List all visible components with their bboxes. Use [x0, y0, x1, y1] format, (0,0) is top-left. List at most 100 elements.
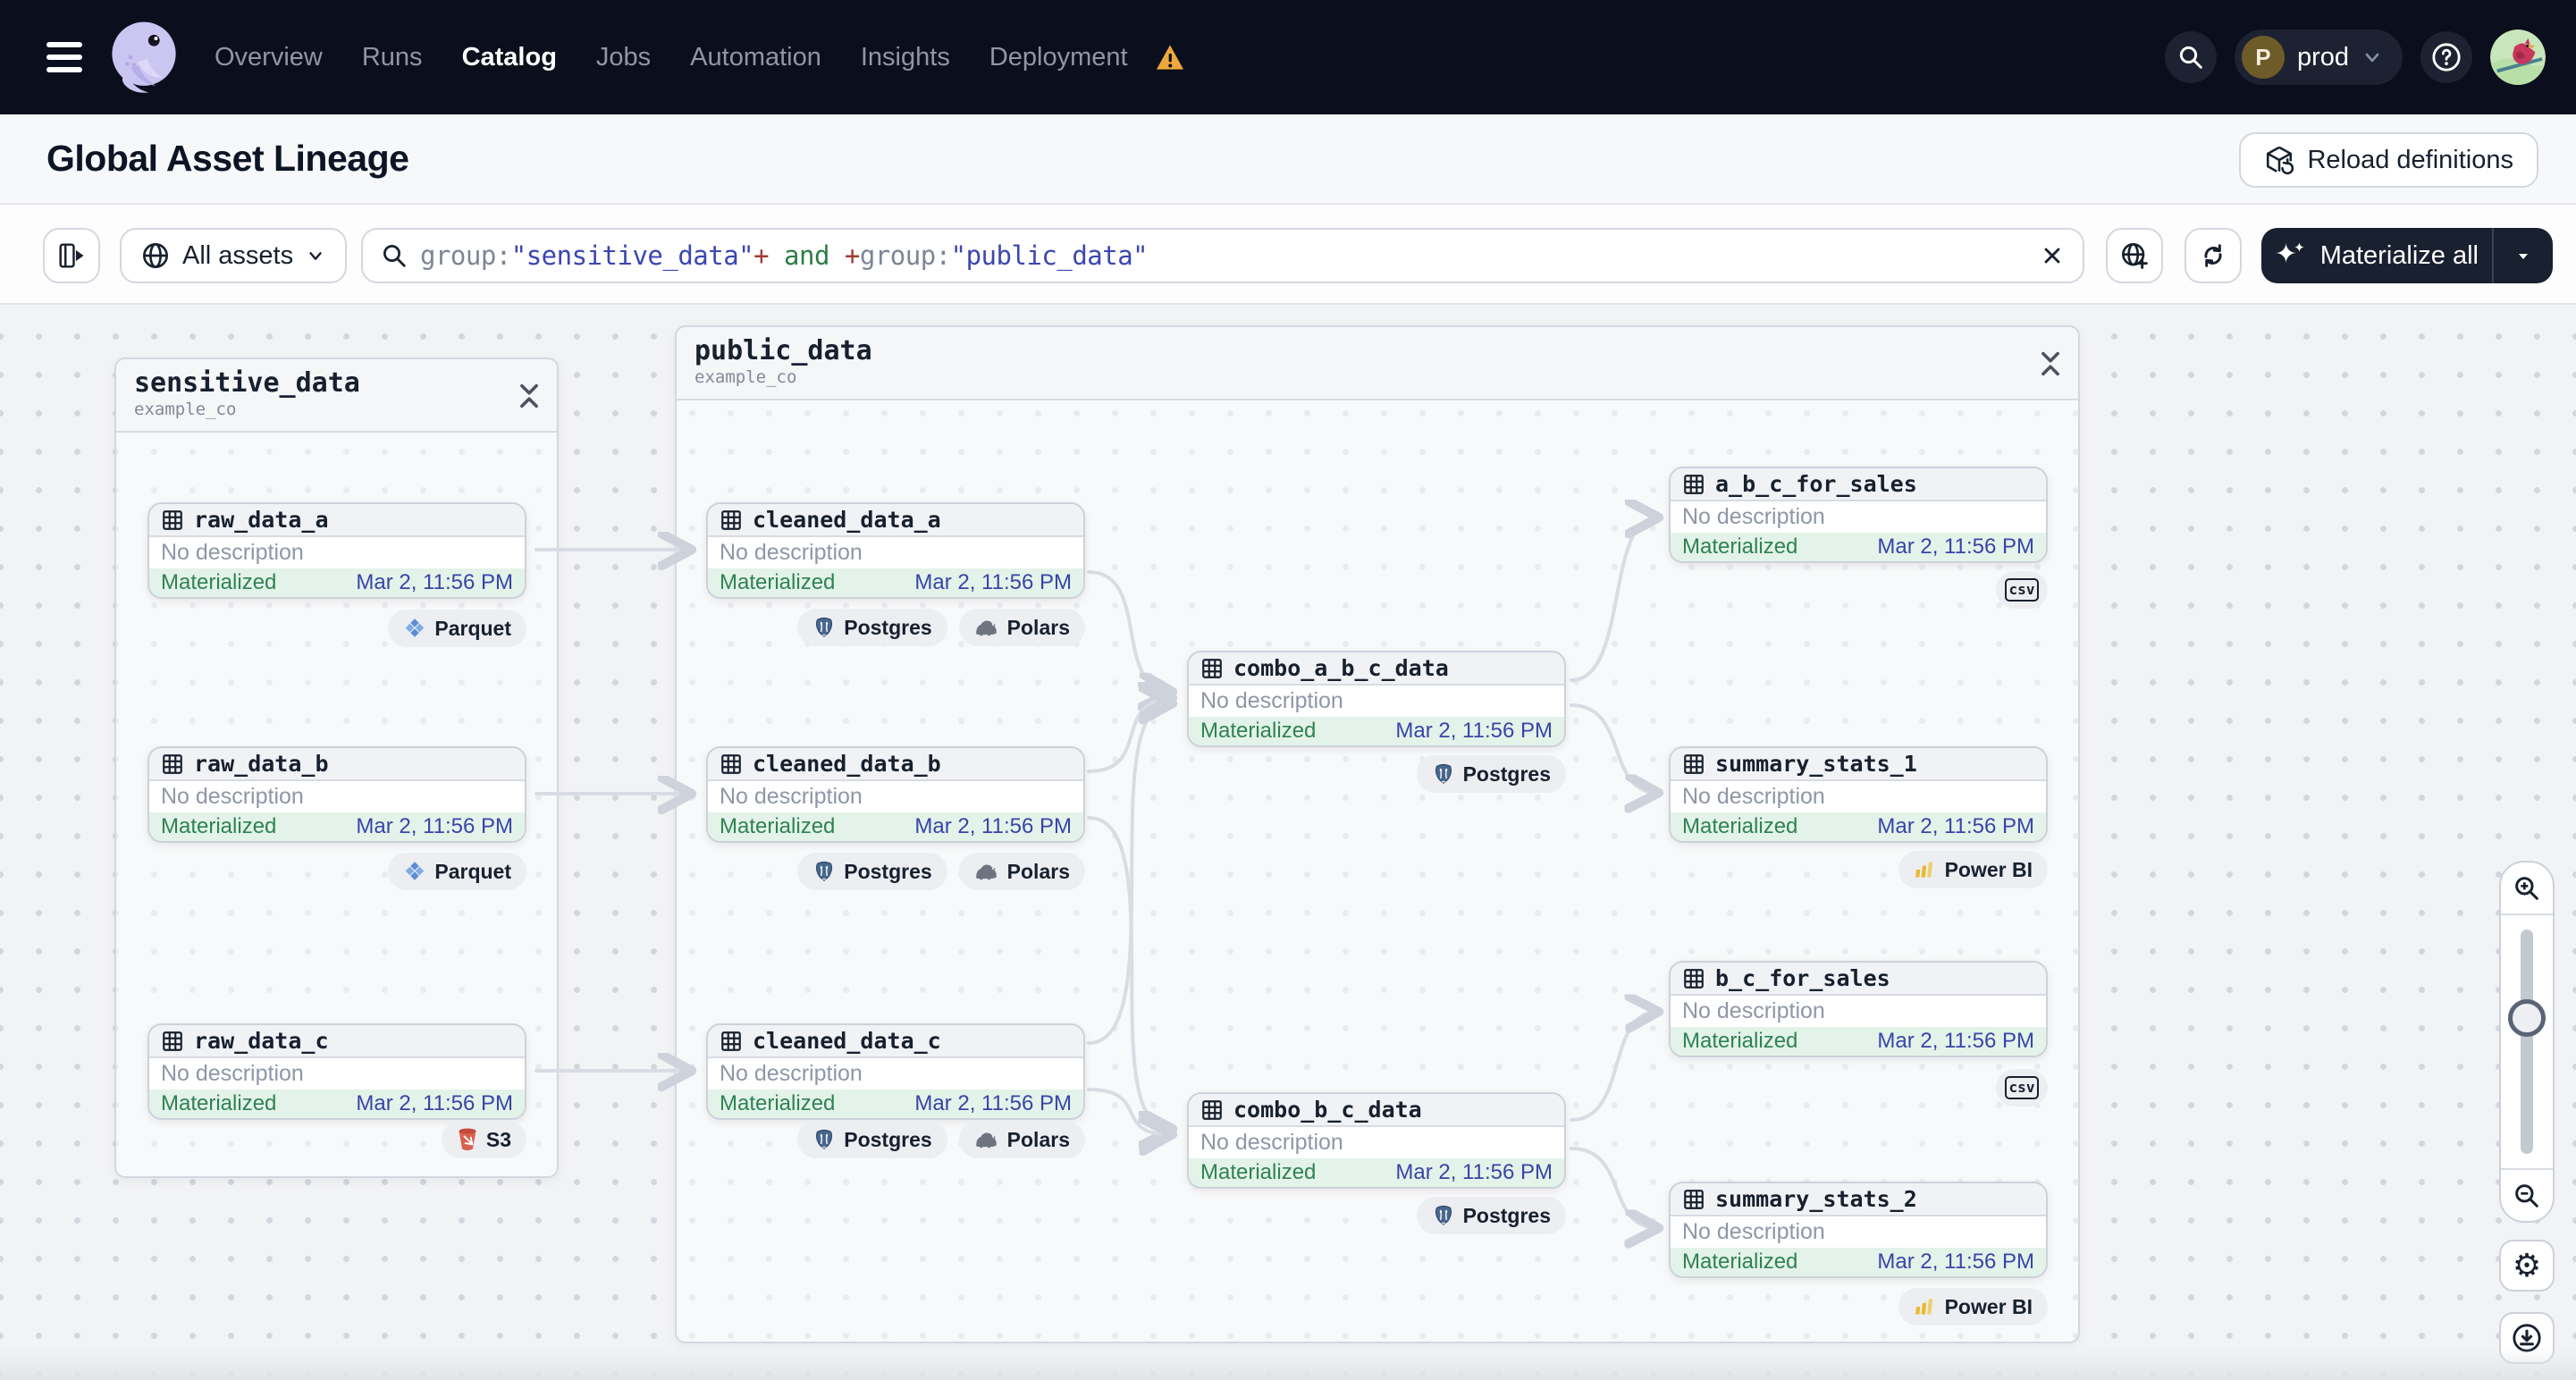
materialize-all-button[interactable]: ✦✦ Materialize all: [2261, 241, 2492, 271]
filter-toolbar: All assets group:"sensitive_data"+ and +…: [0, 205, 2576, 305]
asset-node-cleaned_data_b[interactable]: cleaned_data_b No description Materializ…: [706, 746, 1085, 843]
asset-timestamp: Mar 2, 11:56 PM: [356, 814, 513, 838]
asset-search-input[interactable]: group:"sensitive_data"+ and +group:"publ…: [361, 228, 2084, 283]
deployment-switcher[interactable]: P prod: [2234, 29, 2403, 85]
collapse-group-button[interactable]: [518, 383, 541, 414]
asset-tags-b_c_for_sales: csv: [1669, 1069, 2048, 1107]
button-divider: [2492, 228, 2494, 283]
asset-name: summary_stats_1: [1715, 751, 1917, 777]
group-title: sensitive_data: [134, 367, 360, 399]
nav-insights[interactable]: Insights: [860, 42, 950, 72]
refresh-graph-button[interactable]: [2185, 228, 2242, 283]
table-icon: [1684, 474, 1704, 494]
asset-node-cleaned_data_a[interactable]: cleaned_data_a No description Materializ…: [706, 502, 1085, 599]
reload-definitions-button[interactable]: Reload definitions: [2239, 132, 2538, 188]
kind-tag-parquet: Parquet: [388, 853, 526, 890]
asset-description: No description: [149, 781, 525, 812]
asset-description: No description: [1671, 996, 2046, 1027]
asset-name: summary_stats_2: [1715, 1186, 1917, 1212]
open-left-panel-button[interactable]: [43, 228, 100, 283]
asset-timestamp: Mar 2, 11:56 PM: [356, 1091, 513, 1115]
asset-node-b_c_for_sales[interactable]: b_c_for_sales No description Materialize…: [1669, 961, 2048, 1057]
zoom-slider-handle[interactable]: [2508, 999, 2546, 1037]
postgres-icon: [1435, 1205, 1452, 1226]
table-icon: [721, 1031, 741, 1051]
postgres-icon: [816, 861, 833, 882]
asset-description: No description: [1189, 686, 1564, 717]
asset-tags-summary_stats_1: Power BI: [1669, 851, 2048, 888]
search-query-text: group:"sensitive_data"+ and +group:"publ…: [420, 240, 1149, 271]
user-avatar[interactable]: [2490, 29, 2546, 85]
zoom-controls: [2499, 861, 2555, 1223]
collapse-group-button[interactable]: [2039, 350, 2062, 382]
search-icon: [383, 245, 406, 267]
materialize-options-button[interactable]: [2494, 245, 2553, 266]
asset-node-combo_b_c_data[interactable]: combo_b_c_data No description Materializ…: [1187, 1092, 1566, 1189]
asset-status: Materialized: [720, 570, 836, 594]
page-header: Global Asset Lineage Reload definitions: [0, 114, 2576, 205]
asset-name: cleaned_data_a: [753, 507, 941, 533]
kind-tag-polars: Polars: [958, 853, 1085, 890]
nav-automation[interactable]: Automation: [690, 42, 821, 72]
nav-deployment[interactable]: Deployment: [989, 42, 1128, 72]
asset-node-summary_stats_1[interactable]: summary_stats_1 No description Materiali…: [1669, 746, 2048, 843]
external-assets-filter-button[interactable]: [2106, 228, 2163, 283]
asset-status: Materialized: [720, 814, 836, 838]
asset-timestamp: Mar 2, 11:56 PM: [1877, 814, 2034, 838]
warning-icon: [1156, 45, 1183, 70]
group-title: public_data: [695, 335, 872, 366]
asset-description: No description: [708, 1058, 1083, 1090]
nav-catalog[interactable]: Catalog: [461, 42, 557, 72]
asset-node-summary_stats_2[interactable]: summary_stats_2 No description Materiali…: [1669, 1182, 2048, 1278]
asset-timestamp: Mar 2, 11:56 PM: [914, 1091, 1072, 1115]
asset-description: No description: [149, 537, 525, 568]
polars-icon: [975, 864, 997, 880]
asset-tags-combo_b_c_data: Postgres: [1187, 1197, 1566, 1234]
asset-node-cleaned_data_c[interactable]: cleaned_data_c No description Materializ…: [706, 1023, 1085, 1120]
asset-tags-cleaned_data_c: Postgres Polars: [706, 1121, 1085, 1158]
postgres-icon: [816, 617, 833, 638]
nav-runs[interactable]: Runs: [361, 42, 423, 72]
parquet-icon: [406, 862, 425, 880]
kind-tag-postgres: Postgres: [1416, 755, 1566, 793]
nav-jobs[interactable]: Jobs: [595, 42, 652, 72]
asset-name: a_b_c_for_sales: [1715, 471, 1917, 497]
dagster-logo-icon[interactable]: [104, 17, 184, 97]
kind-tag-polars: Polars: [958, 1121, 1085, 1158]
zoom-in-button[interactable]: [2501, 862, 2553, 915]
asset-status: Materialized: [1200, 719, 1317, 743]
reload-definitions-label: Reload definitions: [2307, 145, 2513, 174]
asset-name: combo_b_c_data: [1233, 1097, 1422, 1123]
global-search-button[interactable]: [2164, 31, 2217, 83]
asset-node-combo_a_b_c_data[interactable]: combo_a_b_c_data No description Material…: [1187, 651, 1566, 747]
kind-tag-polars: Polars: [958, 609, 1085, 646]
zoom-slider-track[interactable]: [2521, 930, 2533, 1154]
hamburger-menu-icon[interactable]: [46, 42, 82, 72]
asset-timestamp: Mar 2, 11:56 PM: [1877, 534, 2034, 559]
table-icon: [163, 753, 182, 774]
zoom-out-button[interactable]: [2501, 1168, 2553, 1221]
asset-node-a_b_c_for_sales[interactable]: a_b_c_for_sales No description Materiali…: [1669, 467, 2048, 563]
asset-timestamp: Mar 2, 11:56 PM: [1877, 1029, 2034, 1053]
canvas-bottom-shading: [0, 1348, 2576, 1380]
globe-icon: [143, 243, 168, 268]
help-button[interactable]: [2420, 31, 2472, 83]
asset-tags-summary_stats_2: Power BI: [1669, 1288, 2048, 1325]
kind-tag-postgres: Postgres: [797, 1121, 947, 1158]
nav-overview[interactable]: Overview: [215, 42, 323, 72]
kind-tag-postgres: Postgres: [797, 853, 947, 890]
asset-name: raw_data_c: [194, 1028, 329, 1054]
clear-search-button[interactable]: [2040, 243, 2065, 268]
asset-scope-selector[interactable]: All assets: [120, 228, 348, 283]
asset-description: No description: [1189, 1127, 1564, 1158]
lineage-canvas[interactable]: sensitive_data example_co public_data ex…: [0, 305, 2576, 1380]
asset-status: Materialized: [161, 814, 277, 838]
graph-settings-button[interactable]: ⚙: [2499, 1240, 2555, 1292]
zoom-slider[interactable]: [2501, 915, 2553, 1168]
asset-tags-a_b_c_for_sales: csv: [1669, 571, 2048, 609]
asset-status: Materialized: [1682, 1250, 1798, 1274]
group-header-sensitive_data: sensitive_data example_co: [116, 359, 557, 433]
